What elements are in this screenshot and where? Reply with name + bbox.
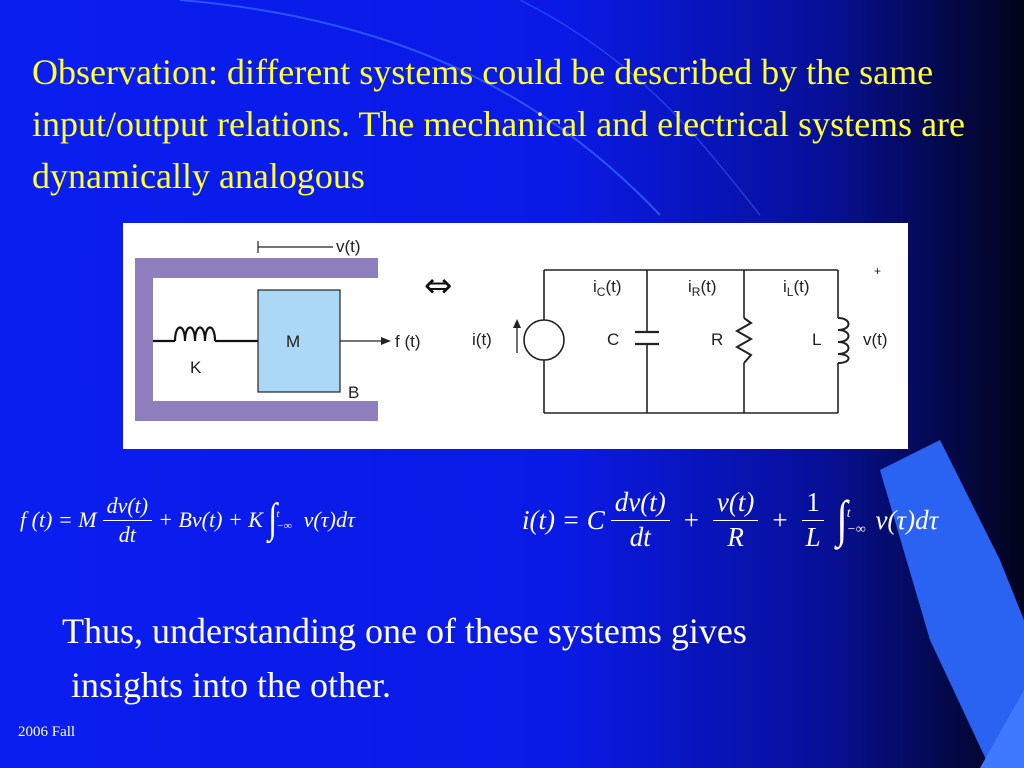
mech-int-lower: −∞ (276, 520, 292, 533)
elec-eq-fraction-2: v(t) R (712, 486, 759, 555)
mech-eq-fraction: dv(t) dt (102, 492, 153, 548)
mech-eq-integral: ∫ t −∞ (268, 496, 292, 543)
elec-eq-plus-2: + (772, 504, 788, 535)
force-label: f (t) (395, 332, 421, 351)
elec-int-lower: −∞ (846, 521, 866, 537)
resistor-icon (734, 317, 754, 364)
branch-current-l: iL(t) (783, 277, 810, 299)
mech-eq-lhs: f (t) = M (20, 507, 97, 532)
mech-eq-frac-den: dt (118, 521, 136, 547)
inductor-icon (837, 317, 850, 364)
capacitor-icon (635, 330, 659, 346)
branch-current-c: iC(t) (593, 277, 622, 299)
inductor-label: L (812, 330, 821, 349)
elec-eq-lhs: i(t) = C (522, 504, 605, 535)
mech-eq-frac-num: dv(t) (102, 492, 153, 521)
branch-current-r: iR(t) (688, 277, 717, 299)
slide-body-text: Thus, understanding one of these systems… (62, 611, 747, 705)
electrical-equation: i(t) = C dv(t) dt + v(t) R + 1 L ∫ t −∞ … (522, 470, 938, 570)
elec-eq-frac2-num: v(t) (712, 486, 759, 521)
damper-label: B (348, 383, 359, 402)
elec-eq-frac1-num: dv(t) (610, 486, 670, 521)
elec-eq-fraction-1: dv(t) dt (610, 486, 670, 555)
circuit-wires (543, 269, 839, 414)
elec-eq-frac1-den: dt (629, 521, 651, 552)
elec-eq-frac3-den: L (805, 521, 821, 552)
elec-eq-integral: ∫ t −∞ (836, 491, 866, 549)
elec-eq-frac3-num: 1 (802, 486, 824, 521)
velocity-label: v(t) (336, 237, 361, 256)
mech-eq-integrand: v(τ)dτ (303, 507, 355, 532)
slide-footer: 2006 Fall (18, 724, 76, 740)
resistor-label: R (711, 330, 723, 349)
spring-label: K (190, 358, 202, 377)
source-label: i(t) (472, 330, 492, 349)
damper-frame (135, 258, 378, 421)
voltage-label: v(t) (863, 330, 888, 349)
elec-eq-integrand: v(τ)dτ (875, 504, 939, 535)
spring-icon (153, 326, 258, 343)
mech-int-upper: t (276, 507, 280, 520)
capacitor-label: C (607, 330, 619, 349)
mass-block (257, 289, 341, 393)
system-diagram: v(t) K M B f (t) ⇔ (123, 223, 908, 449)
equivalence-symbol: ⇔ (424, 266, 453, 306)
elec-eq-plus-1: + (683, 504, 699, 535)
slide-title: Observation: different systems could be … (32, 52, 966, 196)
plus-sign: + (874, 264, 881, 278)
mass-label: M (286, 332, 300, 351)
mech-eq-mid: + Bv(t) + K (158, 507, 263, 532)
elec-int-upper: t (846, 505, 851, 521)
mechanical-equation: f (t) = M dv(t) dt + Bv(t) + K ∫ t −∞ v(… (20, 470, 355, 570)
elec-eq-frac2-den: R (727, 521, 744, 552)
elec-eq-fraction-3: 1 L (802, 486, 825, 555)
current-source-icon (523, 319, 565, 361)
